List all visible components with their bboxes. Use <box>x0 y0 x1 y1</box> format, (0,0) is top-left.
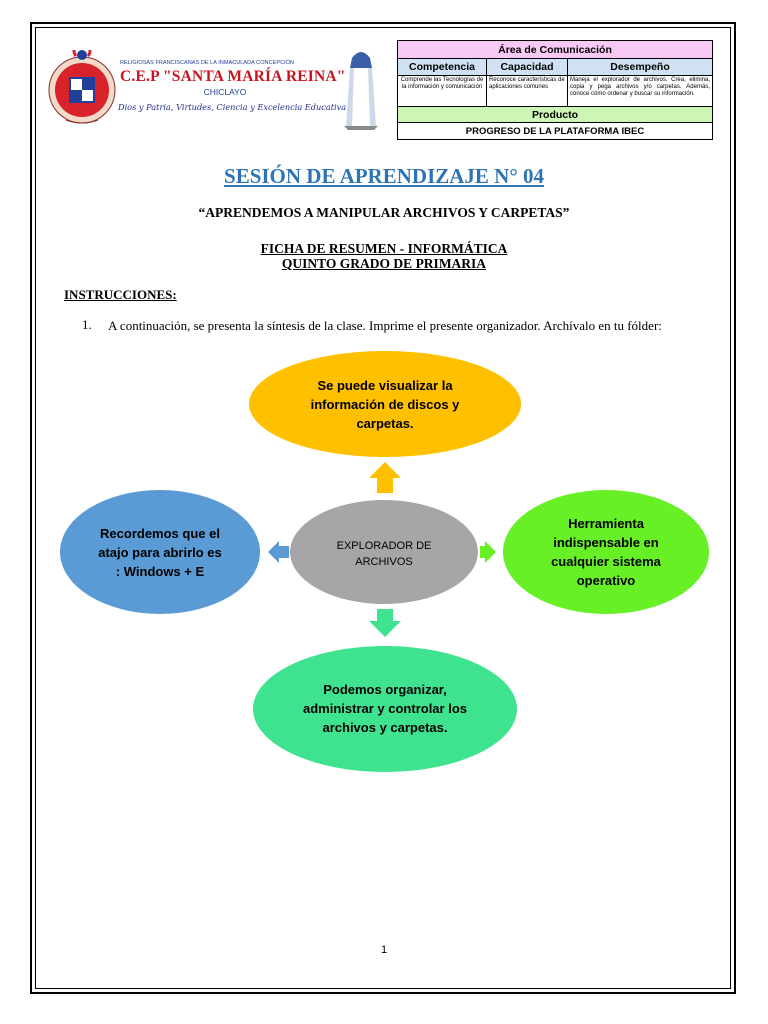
bottom-node <box>253 646 517 772</box>
bottom-node-line-1: Podemos organizar, <box>323 682 447 697</box>
instruction-text: A continuación, se presenta la síntesis … <box>108 318 662 333</box>
arrow-up-icon <box>369 462 401 493</box>
left-node-line-3: : Windows + E <box>116 564 205 579</box>
top-node-line-2: información de discos y <box>311 397 461 412</box>
right-node <box>503 490 709 614</box>
top-node <box>249 351 521 457</box>
arrow-left-icon <box>268 541 289 563</box>
school-header: RELIGIOSAS FRANCISCANAS DE LA INMACULADA… <box>46 46 378 132</box>
school-city: CHICLAYO <box>203 87 247 97</box>
capacidad-cell: Reconoce características de aplicaciones… <box>486 75 568 107</box>
grade-heading: QUINTO GRADO DE PRIMARIA <box>281 256 487 271</box>
producto-cell: PROGRESO DE LA PLATAFORMA IBEC <box>397 122 713 140</box>
session-title: SESIÓN DE APRENDIZAJE N° 04 <box>224 164 544 188</box>
right-node-line-2: indispensable en <box>553 535 659 550</box>
curriculum-table: Área de Comunicación Competencia Capacid… <box>397 40 713 140</box>
left-node <box>60 490 260 614</box>
desempeno-cell: Maneja el explorador de archivos. Crea, … <box>567 75 713 107</box>
right-node-line-4: operativo <box>577 573 636 588</box>
left-node-line-1: Recordemos que el <box>100 526 220 541</box>
school-name: C.E.P "SANTA MARÍA REINA" <box>120 68 346 85</box>
producto-label-cell: Producto <box>397 106 713 123</box>
center-node-line-2: ARCHIVOS <box>355 556 412 568</box>
competencia-cell: Comprende las Tecnologías de la informac… <box>397 75 487 107</box>
capacidad-header: Capacidad <box>486 58 568 76</box>
center-node <box>290 500 478 604</box>
area-cell: Área de Comunicación <box>397 40 713 59</box>
bottom-node-line-3: archivos y carpetas. <box>322 720 447 735</box>
top-node-line-1: Se puede visualizar la <box>317 378 453 393</box>
competencia-header: Competencia <box>397 58 487 76</box>
session-subtitle: “APRENDEMOS A MANIPULAR ARCHIVOS Y CARPE… <box>198 205 570 220</box>
school-congregation: RELIGIOSAS FRANCISCANAS DE LA INMACULADA… <box>120 60 295 66</box>
left-node-line-2: atajo para abrirlo es <box>98 545 222 560</box>
ficha-heading: FICHA DE RESUMEN - INFORMÁTICA <box>260 241 508 256</box>
instruction-number: 1. <box>82 317 92 332</box>
virgin-mary-icon <box>344 52 378 130</box>
right-node-line-3: cualquier sistema <box>551 554 662 569</box>
top-node-line-3: carpetas. <box>356 416 413 431</box>
instructions-heading: INSTRUCCIONES: <box>64 287 177 302</box>
center-node-line-1: EXPLORADOR DE <box>337 540 432 552</box>
bottom-node-line-2: administrar y controlar los <box>303 701 467 716</box>
school-motto: Dios y Patria, Virtudes, Ciencia y Excel… <box>118 102 347 112</box>
page-border-inner <box>35 27 731 989</box>
school-crest-icon <box>48 50 116 124</box>
right-node-line-1: Herramienta <box>568 516 645 531</box>
page-border-outer <box>30 22 736 994</box>
page-number: 1 <box>380 944 388 956</box>
arrow-right-icon <box>480 541 496 563</box>
arrow-down-icon <box>369 609 401 637</box>
